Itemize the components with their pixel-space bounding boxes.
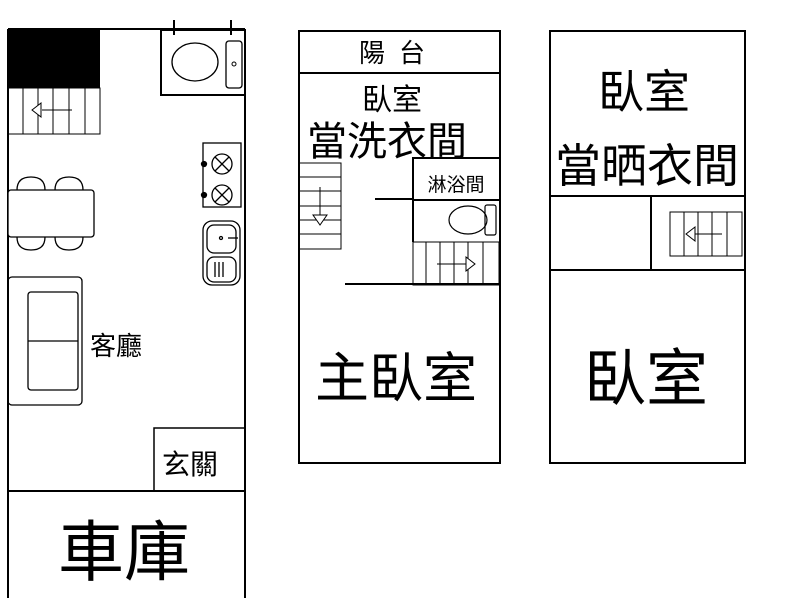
entrance-box [153, 427, 246, 492]
shower-room-label: 淋浴間 [427, 174, 484, 196]
bedroom-label: 臥室 [584, 342, 708, 415]
stairs-icon [412, 241, 500, 286]
dining-table-icon [7, 176, 95, 251]
master-bedroom-label: 主臥室 [315, 347, 477, 410]
bedroom-drying-label-1: 臥室 [598, 65, 690, 119]
shower-room-box [412, 157, 501, 201]
sofa-icon [7, 276, 83, 406]
garage-label: 車庫 [58, 514, 190, 591]
stove-icon [200, 142, 242, 208]
balcony-label: 陽台 [359, 39, 439, 69]
sink-icon [202, 220, 241, 286]
toilet-icon [448, 204, 497, 236]
stairs-icon [7, 87, 101, 135]
floor-2 [298, 30, 501, 464]
bedroom-drying-label-2: 當晒衣間 [555, 139, 739, 193]
stairs-icon [669, 211, 743, 257]
void-block [8, 30, 100, 88]
entrance-label: 玄關 [162, 448, 218, 481]
bedroom-laundry-label-2: 當洗衣間 [307, 119, 467, 165]
floor-1 [7, 20, 246, 598]
floor-3 [549, 30, 746, 464]
toilet-icon [160, 20, 246, 96]
bedroom-laundry-label-1: 臥室 [362, 83, 422, 118]
living-room-label: 客廳 [90, 332, 142, 362]
stairs-icon [298, 162, 342, 250]
